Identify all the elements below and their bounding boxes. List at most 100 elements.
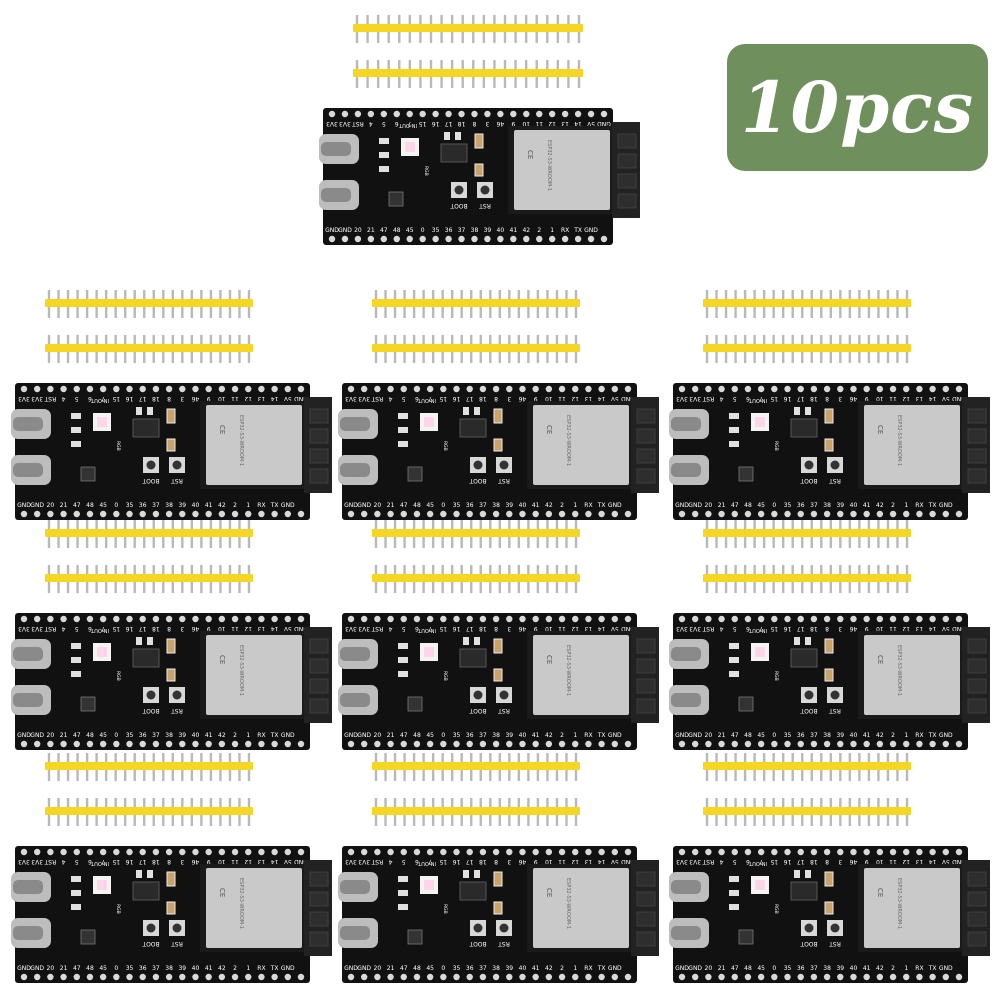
regulator-chip (459, 418, 487, 438)
antenna-trace (636, 931, 656, 947)
pin-hole (771, 973, 778, 981)
bottom-pin-label: 39 (178, 502, 186, 509)
bottom-pin-label: 37 (479, 502, 487, 509)
top-pin-label: 13 (584, 395, 592, 402)
bottom-pin-label: 35 (126, 965, 134, 972)
capacitor (824, 638, 834, 654)
regulator-chip (790, 648, 818, 668)
bottom-pin-label: 45 (99, 732, 107, 739)
smd-part (474, 870, 480, 878)
capacitor (493, 438, 503, 452)
bottom-pin-label: 1 (573, 965, 577, 972)
module-ce: CE (876, 425, 884, 434)
bottom-pin-label: 40 (850, 732, 858, 739)
pin-hole (192, 973, 199, 981)
pin-hole (33, 848, 41, 856)
pin-hole (598, 848, 605, 856)
pin-hole (360, 740, 368, 748)
bottom-pin-label: TX (597, 502, 606, 509)
pin-header (372, 290, 580, 318)
rgb-led-icon (424, 417, 434, 427)
pin-hole (810, 740, 818, 748)
pin-hole (297, 973, 305, 981)
top-pin-label: 9 (207, 858, 211, 865)
top-pin-label: 10 (218, 625, 226, 632)
pin-hole (558, 615, 566, 623)
pin-hole (823, 510, 831, 518)
bottom-pin-label: 39 (484, 227, 492, 234)
pin-hole (284, 615, 292, 623)
bottom-pin-label: 0 (772, 732, 776, 739)
antenna-trace (636, 698, 656, 714)
pin-hole (99, 385, 107, 393)
pin-hole (453, 848, 460, 856)
bottom-pin-label: 41 (532, 732, 540, 739)
smd-part (729, 427, 739, 433)
top-pin-label: 5 (75, 625, 79, 632)
bottom-pin-label: RX (584, 502, 592, 509)
pin-hole (624, 510, 632, 518)
top-pin-label: 5V (283, 395, 292, 402)
top-pin-label: 4 (719, 858, 723, 865)
silk-rgb: RGB (442, 904, 448, 914)
pin-hole (545, 385, 553, 393)
smd-part (729, 643, 739, 649)
bottom-pin-label: 47 (73, 732, 81, 739)
top-pin-label: 7 (759, 858, 763, 865)
top-pin-label: GND (597, 120, 611, 127)
capacitor (824, 438, 834, 452)
pin-hole (585, 510, 592, 518)
pin-hole (413, 740, 421, 748)
pin-hole (231, 740, 239, 748)
pin-hole (328, 235, 336, 243)
smd-part (398, 643, 408, 649)
pin-hole (545, 510, 553, 518)
boot-label: BOOT (450, 202, 467, 209)
pin-hole (889, 848, 897, 856)
rgb-led-icon (424, 647, 434, 657)
module-marking: ESP32-S3-WROOM-1 (565, 415, 571, 466)
bottom-pin-label: 1 (573, 732, 577, 739)
bottom-pin-label: 42 (218, 965, 226, 972)
top-pin-label: 4 (369, 120, 373, 127)
top-pin-label: 8 (167, 395, 171, 402)
pin-hole (506, 740, 513, 748)
module-marking: ESP32-S3-WROOM-1 (238, 645, 244, 696)
bottom-pin-label: 0 (114, 965, 118, 972)
top-pin-label: 3V3 (676, 625, 688, 632)
top-pin-label: 4 (388, 625, 392, 632)
pin-hole (942, 740, 950, 748)
bottom-pin-label: RX (257, 732, 265, 739)
top-pin-label: 3V3 (18, 395, 30, 402)
top-pin-label: 3 (838, 858, 842, 865)
usb-chip (80, 929, 96, 945)
bottom-pin-label: 45 (426, 965, 434, 972)
top-pin-label: 8 (167, 625, 171, 632)
pin-hole (744, 848, 752, 856)
antenna-trace (309, 871, 329, 887)
regulator-chip (132, 648, 160, 668)
silk-in-out: IN-OUT (748, 397, 767, 403)
top-pin-label: 18 (152, 395, 160, 402)
bottom-pin-label: 20 (705, 502, 713, 509)
bottom-pin-label: RX (915, 732, 923, 739)
pin-hole (903, 510, 910, 518)
pin-header (703, 798, 911, 826)
pin-hole (126, 385, 133, 393)
header-plastic (45, 344, 253, 352)
capacitor (166, 668, 176, 682)
bottom-pin-label: 2 (560, 502, 564, 509)
pin-hole (218, 740, 226, 748)
top-pin-label: 13 (584, 858, 592, 865)
top-pin-label: GND (952, 858, 966, 865)
pin-hole (678, 615, 686, 623)
top-pin-label: 9 (207, 625, 211, 632)
top-pin-label: 11 (231, 858, 239, 865)
pin-hole (598, 510, 605, 518)
pin-hole (126, 848, 133, 856)
pin-hole (126, 615, 133, 623)
push-button-icon (473, 460, 483, 470)
antenna-trace (636, 448, 656, 464)
top-pin-label: 14 (271, 858, 279, 865)
